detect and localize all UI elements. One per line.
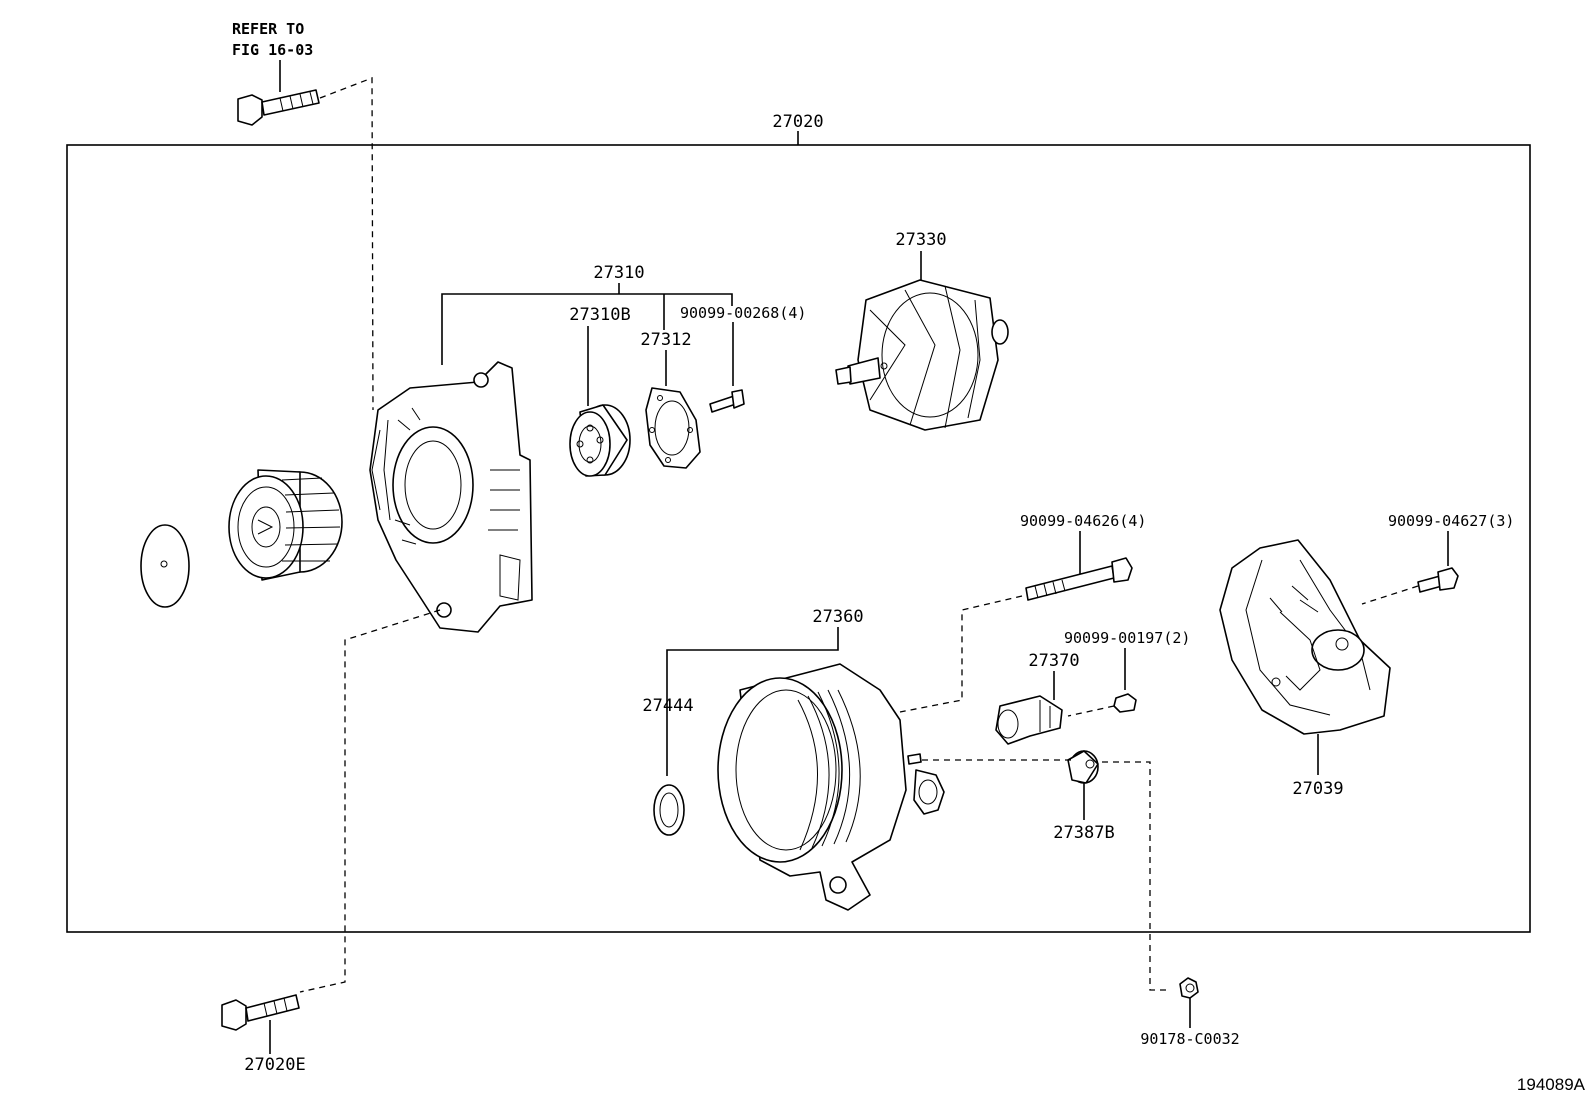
label-bearing[interactable]: 27310B — [569, 305, 630, 325]
figure-code: 194089A — [1517, 1075, 1586, 1094]
retainer-plate[interactable] — [645, 387, 701, 469]
rear-cover[interactable] — [1219, 539, 1391, 735]
label-through-bolt[interactable]: 27020E — [244, 1055, 305, 1075]
label-front-frame[interactable]: 27310 — [593, 263, 644, 283]
label-brush-holder[interactable]: 27370 — [1028, 651, 1079, 671]
rotor[interactable] — [835, 279, 1009, 431]
terminal-nut[interactable] — [1179, 977, 1199, 999]
refer-note-line1: REFER TO — [232, 20, 304, 38]
label-rear-cover[interactable]: 27039 — [1292, 779, 1343, 799]
terminal-insulator[interactable] — [1067, 750, 1099, 784]
label-terminal-insulator[interactable]: 27387B — [1053, 823, 1114, 843]
cover-plate[interactable] — [140, 524, 190, 608]
label-brush-screw[interactable]: 90099-00197(2) — [1064, 629, 1190, 647]
front-frame[interactable] — [369, 361, 533, 633]
bearing[interactable] — [569, 404, 631, 477]
label-insulator[interactable]: 27444 — [642, 696, 693, 716]
drive-end-frame[interactable] — [717, 663, 945, 911]
label-retainer[interactable]: 27312 — [640, 330, 691, 350]
through-bolt[interactable] — [221, 994, 300, 1031]
top-bolt[interactable] — [237, 89, 320, 126]
pulley[interactable] — [228, 469, 343, 581]
label-cover-nut[interactable]: 90099-04627(3) — [1388, 512, 1514, 530]
label-stator-bolt[interactable]: 90099-04626(4) — [1020, 512, 1146, 530]
retainer-screw[interactable] — [709, 389, 745, 413]
brush-holder[interactable] — [995, 695, 1063, 745]
cover-nut[interactable] — [1417, 567, 1459, 593]
label-retainer-screw[interactable]: 90099-00268(4) — [680, 304, 806, 322]
stator-bolt[interactable] — [1025, 557, 1133, 601]
label-drive-end-frame[interactable]: 27360 — [812, 607, 863, 627]
insulator-ring[interactable] — [653, 784, 685, 836]
brush-screw[interactable] — [1113, 693, 1137, 713]
label-assembly[interactable]: 27020 — [772, 112, 823, 132]
refer-note-line2: FIG 16-03 — [232, 41, 313, 59]
label-terminal-nut[interactable]: 90178-C0032 — [1140, 1030, 1239, 1048]
label-rotor[interactable]: 27330 — [895, 230, 946, 250]
